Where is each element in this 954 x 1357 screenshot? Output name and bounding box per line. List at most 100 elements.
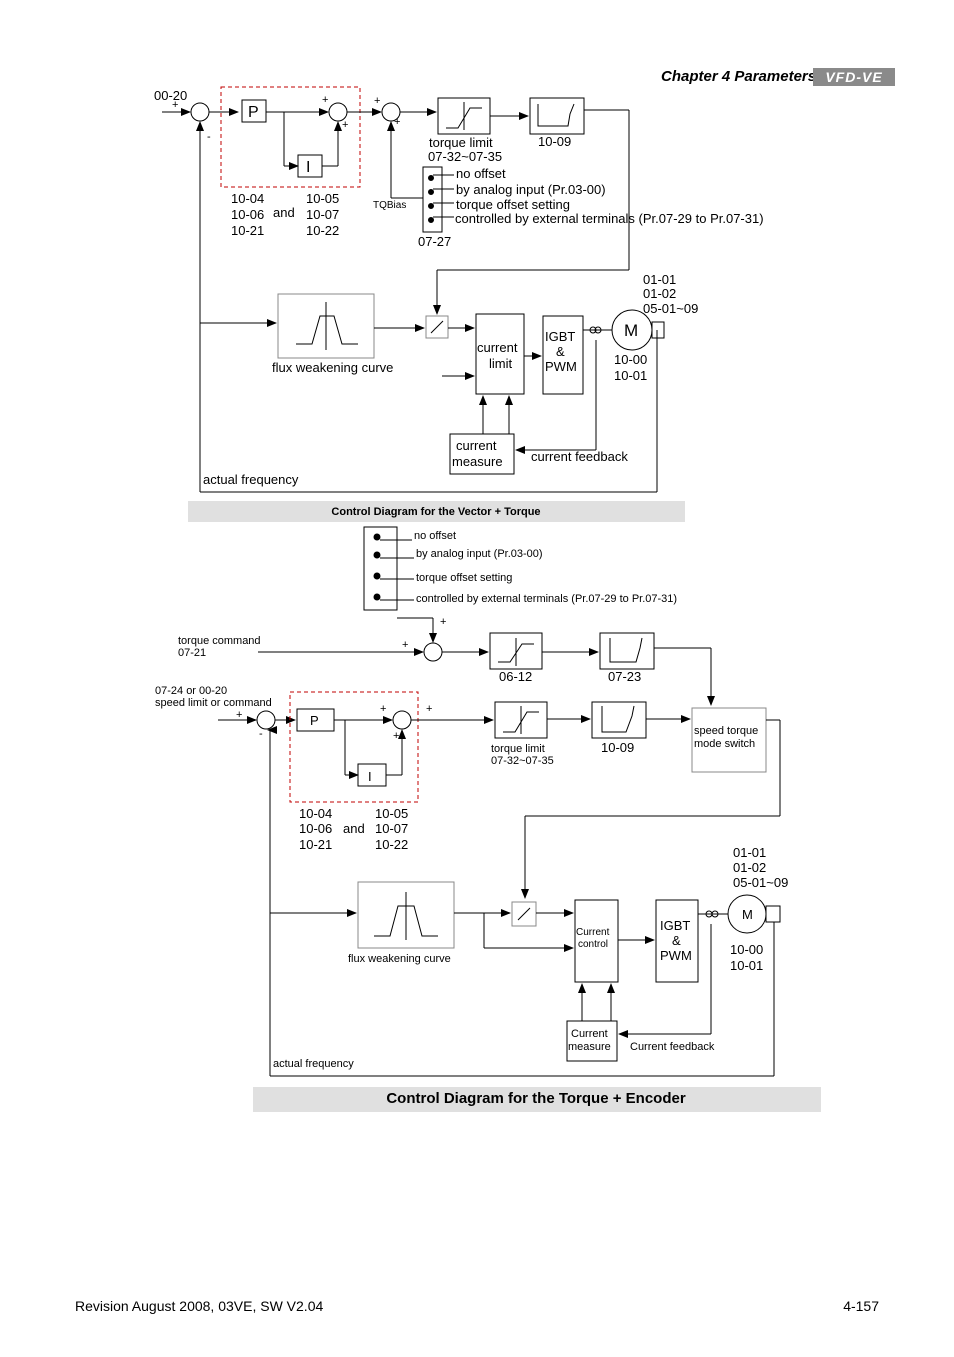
diagram-label: IGBT (660, 918, 690, 933)
diagram-label: 01-01 (733, 845, 766, 860)
diagram-label: 10-09 (601, 740, 634, 755)
diagram-label: 05-01~09 (643, 301, 698, 316)
diagram-label: 10-01 (730, 958, 763, 973)
caption-bar-1 (188, 501, 685, 522)
diagram-label: no offset (414, 530, 456, 542)
diagram-label: actual frequency (273, 1058, 354, 1070)
diagram-label: flux weakening curve (348, 953, 451, 965)
diagram-label: torque offset setting (416, 572, 512, 584)
diagram-label: 10-06 (299, 821, 332, 836)
diagram-label: + (380, 703, 386, 715)
diagram-label: & (672, 933, 681, 948)
caption-vector-torque: Control Diagram for the Vector + Torque (331, 506, 540, 518)
diagram-label: 10-22 (375, 837, 408, 852)
diagram-label: Current (576, 927, 610, 938)
diagram-label: + (393, 730, 399, 742)
page-number: 4-157 (843, 1298, 879, 1314)
diagram-label: current feedback (531, 449, 628, 464)
revision-footer: Revision August 2008, 03VE, SW V2.04 (75, 1298, 324, 1314)
diagram-label: 10-22 (306, 223, 339, 238)
pi-controller-box-2 (289, 691, 419, 803)
igbt-pwm-block-2 (655, 899, 699, 983)
diagram-label: controlled by external terminals (Pr.07-… (455, 211, 764, 226)
diagram-label: 10-04 (231, 191, 264, 206)
diagram-label: - (207, 131, 211, 143)
diagram-label: Current (571, 1028, 608, 1040)
diagram-label: + (402, 639, 408, 651)
diagram-label: controlled by external terminals (Pr.07-… (416, 593, 677, 605)
p-label: P (248, 104, 259, 121)
caption-bar-2 (253, 1087, 821, 1112)
filter-block-10-09 (529, 97, 585, 135)
diagram-label: + (426, 703, 432, 715)
offset-selector (422, 166, 443, 233)
diagram1-labels: 00-20 + - P I + + + + 10-04 10-06 10-21 … (154, 88, 764, 487)
summing-junction-6 (392, 710, 412, 730)
diagram-label: PWM (545, 359, 577, 374)
diagram-label: Current feedback (630, 1041, 715, 1053)
diagram-label: 06-12 (499, 669, 532, 684)
torque-limit-block-2 (494, 701, 548, 739)
summing-junction-5 (256, 710, 276, 730)
caption-torque-encoder: Control Diagram for the Torque + Encoder (386, 1090, 685, 1107)
input-param-00-20: 00-20 (154, 88, 187, 103)
offset-selector-2 (363, 526, 398, 611)
diagram-label: PWM (660, 948, 692, 963)
diagram-label: control (578, 939, 608, 950)
diagram-label: + (172, 99, 178, 111)
switch-block-2 (511, 901, 537, 927)
diagram-vector-torque (162, 86, 665, 493)
diagram-label: torque limit (491, 743, 545, 755)
diagram-label: + (322, 94, 328, 106)
diagram-label: 10-21 (231, 223, 264, 238)
speed-torque-mode-switch (691, 707, 767, 773)
diagram-label: speed torque (694, 725, 758, 737)
diagram-label: 10-07 (375, 821, 408, 836)
diagram-label: current (477, 340, 518, 355)
pi-controller-box (220, 86, 361, 188)
p-block (241, 99, 267, 123)
diagram-label: by analog input (Pr.03-00) (456, 182, 606, 197)
diagram-label: 07-21 (178, 647, 206, 659)
diagram-label: 07-24 or 00-20 (155, 685, 227, 697)
diagram-label: mode switch (694, 738, 755, 750)
diagram-label: 10-04 (299, 806, 332, 821)
diagram-label: 01-01 (643, 272, 676, 287)
vfd-ve-logo: VFD-VE (813, 68, 895, 86)
diagram-label: I (368, 769, 372, 784)
i-block-2 (357, 763, 387, 787)
diagram-label: 07-32~07-35 (428, 149, 502, 164)
diagram-label: - (259, 728, 263, 740)
flux-weakening-block-2 (357, 881, 455, 949)
diagram-label: actual frequency (203, 472, 299, 487)
diagram-label: and (273, 205, 295, 220)
current-measure-block-2 (566, 1020, 618, 1062)
diagram-label: 10-21 (299, 837, 332, 852)
i-label: I (306, 159, 310, 176)
diagram-label: and (343, 821, 365, 836)
diagram-label: 10-05 (375, 806, 408, 821)
diagram-label: 01-02 (733, 860, 766, 875)
filter-block-10-09-2 (591, 701, 647, 739)
diagram-label: 10-07 (306, 207, 339, 222)
motor-1-encoder (651, 321, 665, 339)
chapter-title: Chapter 4 Parameters (661, 68, 817, 85)
diagram-label: + (440, 616, 446, 628)
diagram-label: M (742, 907, 753, 922)
motor-2-encoder (765, 905, 781, 923)
diagram-label: M (624, 321, 638, 340)
diagram-label: P (310, 713, 319, 728)
diagram-torque-encoder (218, 526, 781, 1077)
diagram-label: + (394, 116, 400, 128)
diagram-label: torque command (178, 635, 261, 647)
diagram-label: + (236, 709, 242, 721)
diagram-label: IGBT (545, 329, 575, 344)
igbt-pwm-block-1 (542, 315, 584, 395)
diagram-label: 07-27 (418, 234, 451, 249)
diagram-label: 10-00 (730, 942, 763, 957)
flux-weakening-block (277, 293, 375, 359)
diagram-label: 01-02 (643, 286, 676, 301)
diagram-label: + (374, 95, 380, 107)
diagram-label: no offset (456, 166, 506, 181)
